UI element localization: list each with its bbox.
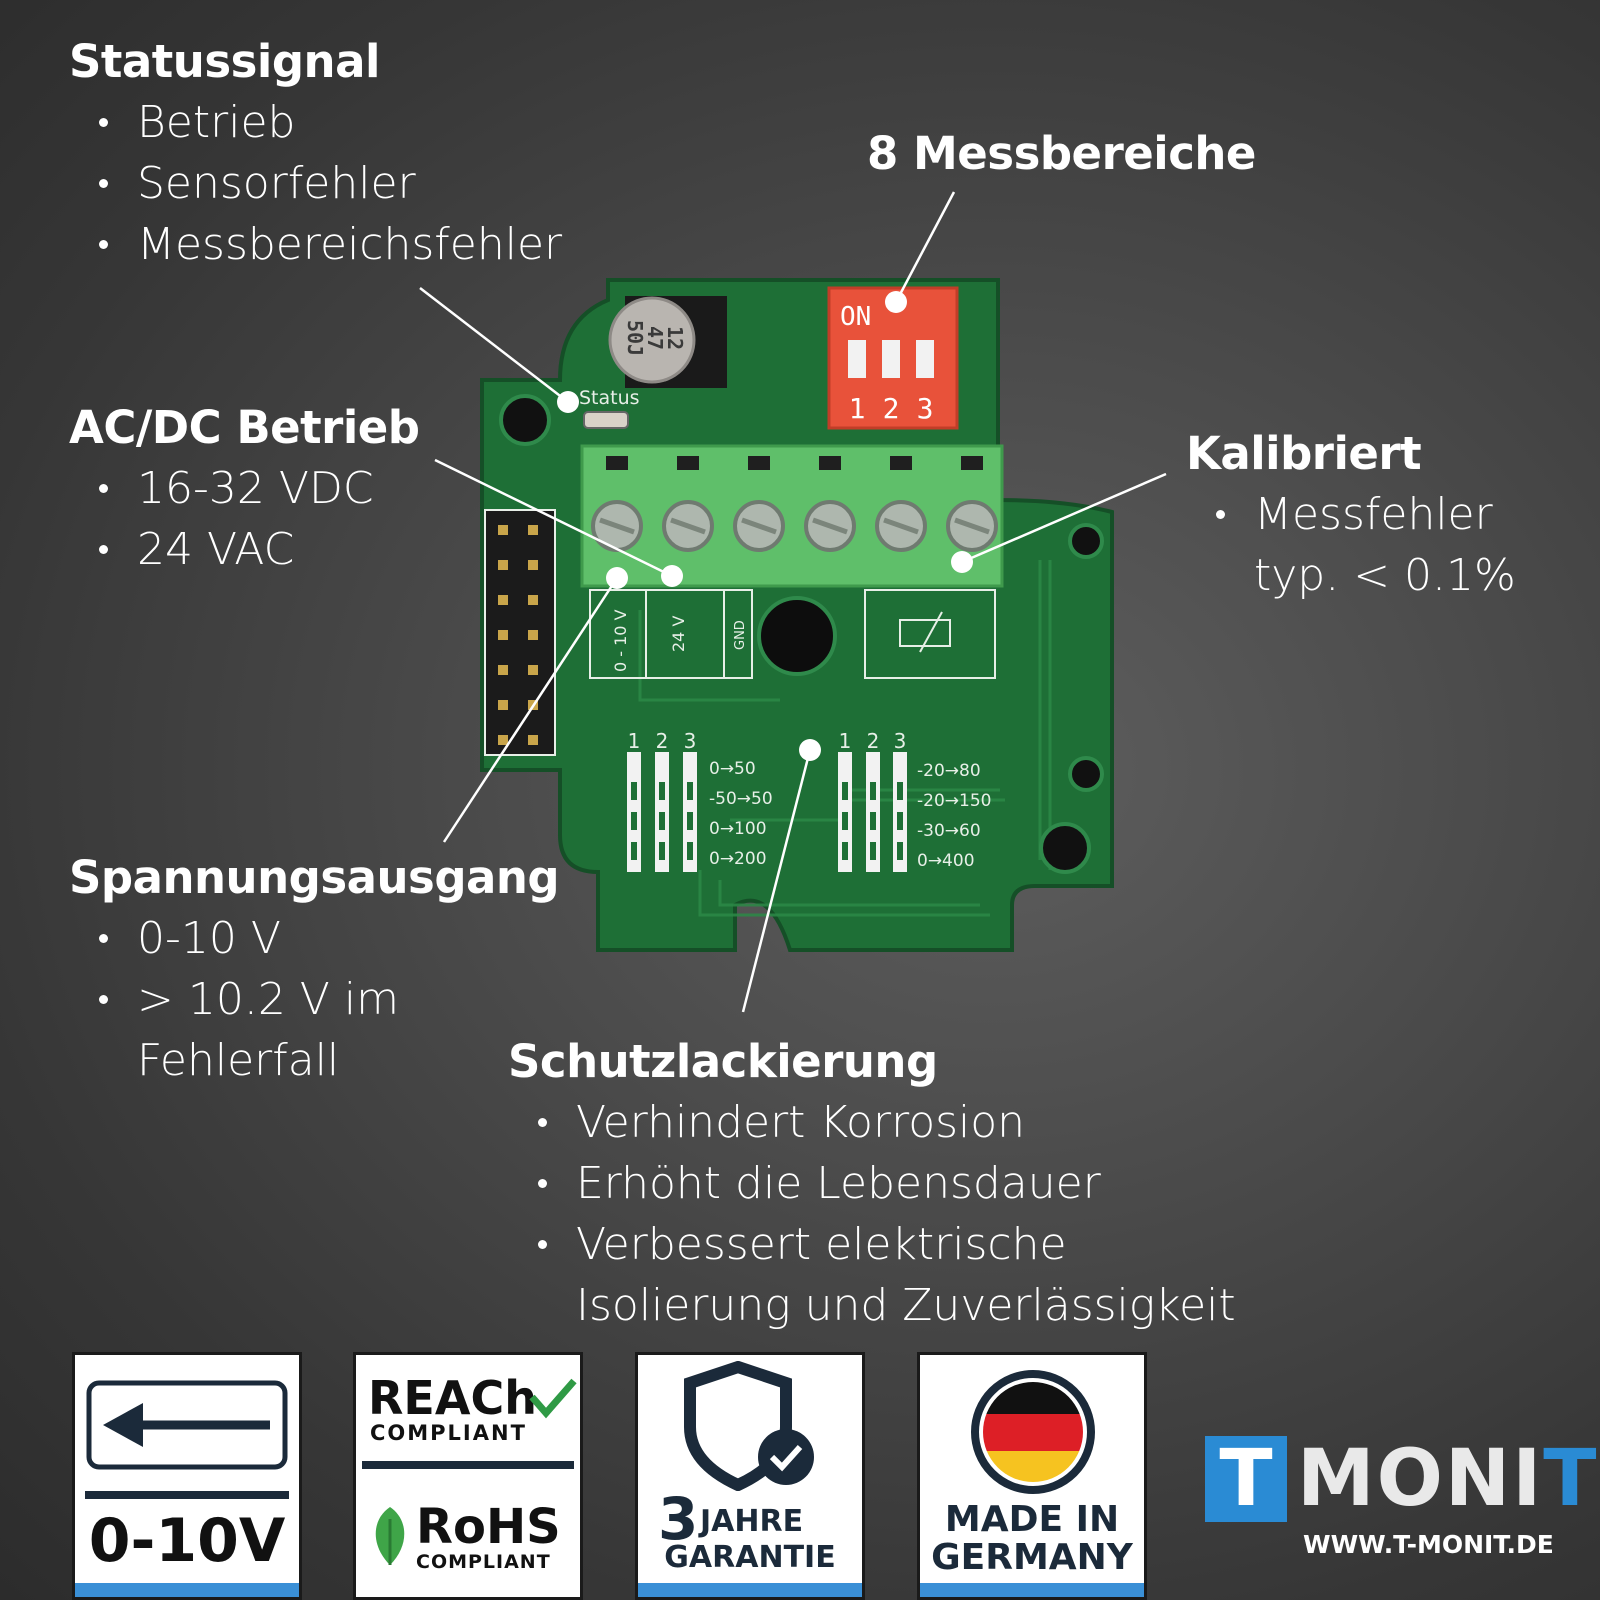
capacitor-label-2: 47 (643, 326, 667, 350)
leader-calibrated (961, 472, 1167, 564)
shield-check-icon (684, 1361, 814, 1491)
range-table-left-header-1: 1 (628, 729, 641, 753)
callout-coating-title: Schutzlackierung (508, 1035, 938, 1088)
callout-acdc-title: AC/DC Betrieb (69, 401, 420, 454)
dip-number-1: 1 (849, 392, 866, 425)
logo-wordmark: MONIT (1297, 1434, 1599, 1524)
callout-voltage-title: Spannungsausgang (69, 851, 560, 904)
callout-ranges-title: 8 Messbereiche (867, 127, 1256, 180)
range-left-4: 0→200 (709, 849, 767, 869)
badge-warranty-word1: JAHRE (700, 1504, 804, 1539)
badge-warranty-number: 3 (658, 1485, 699, 1553)
leader-dot-voltage (606, 567, 628, 589)
capacitor-label-1: 12 (663, 326, 687, 350)
leader-dot-ranges (885, 291, 907, 313)
badge-rohs-compliant: COMPLIANT (416, 1551, 551, 1573)
list-item: Verhindert Korrosion (508, 1092, 1236, 1153)
callout-acdc: AC/DC Betrieb 16-32 VDC 24 VAC (69, 398, 420, 580)
range-table-right-header-1: 1 (839, 729, 852, 753)
checkmark-icon (529, 1378, 577, 1419)
range-left-2: -50→50 (709, 789, 773, 809)
range-table-left-header-3: 3 (684, 729, 697, 753)
list-item: Messbereichsfehler (69, 214, 562, 275)
range-table-left-header-2: 2 (656, 729, 669, 753)
range-table-right-header-2: 2 (867, 729, 880, 753)
list-item: Messfehler (1186, 484, 1516, 545)
dip-number-3: 3 (917, 392, 934, 425)
pin-header (484, 509, 556, 756)
dip-number-2: 2 (883, 392, 900, 425)
range-right-4: 0→400 (917, 851, 975, 871)
callout-calibrated-list: Messfehler typ. < 0.1% (1186, 484, 1516, 606)
badge-germany-line1: MADE IN (944, 1499, 1120, 1540)
callout-status-list: Betrieb Sensorfehler Messbereichsfehler (69, 92, 562, 275)
status-led (583, 411, 629, 429)
badge-warranty: 3 JAHRE GARANTIE (635, 1352, 865, 1600)
leader-voltage (442, 577, 619, 843)
dip-on-label: ON (840, 302, 871, 332)
callout-calibrated: Kalibriert Messfehler typ. < 0.1% (1186, 424, 1516, 606)
callout-coating-list: Verhindert Korrosion Erhöht die Lebensda… (508, 1092, 1236, 1336)
list-item: Isolierung und Zuverlässigkeit (576, 1280, 1236, 1331)
callout-acdc-list: 16-32 VDC 24 VAC (69, 458, 420, 580)
range-right-3: -30→60 (917, 821, 981, 841)
badge-reach-rohs: REACh COMPLIANT RoHS COMPLIANT (353, 1352, 583, 1600)
leader-ranges (894, 191, 956, 303)
list-item: 16-32 VDC (69, 458, 420, 519)
badge-rohs-title: RoHS (416, 1499, 561, 1555)
list-item: typ. < 0.1% (1254, 550, 1516, 601)
status-silkscreen-label: Status (579, 387, 640, 409)
callout-coating: Schutzlackierung Verhindert Korrosion Er… (508, 1032, 1236, 1336)
germany-flag-icon (971, 1370, 1095, 1494)
list-item: Verbessert elektrische (508, 1214, 1236, 1275)
badge-reach-title: REACh (368, 1371, 537, 1425)
leader-dot-coating (799, 739, 821, 761)
callout-status: Statussignal Betrieb Sensorfehler Messbe… (69, 32, 562, 275)
leader-coating (741, 749, 812, 1013)
callout-voltage: Spannungsausgang 0-10 V > 10.2 V im Fehl… (69, 848, 560, 1091)
list-item: Sensorfehler (69, 153, 562, 214)
list-item: Fehlerfall (137, 1035, 340, 1086)
leader-dot-calibrated (951, 551, 973, 573)
badge-warranty-word2: GARANTIE (664, 1540, 836, 1575)
callout-ranges: 8 Messbereiche (867, 124, 1256, 184)
capacitor (608, 296, 696, 384)
logo-url: WWW.T-MONIT.DE (1303, 1530, 1554, 1559)
badge-germany-line2: GERMANY (931, 1537, 1133, 1578)
logo-t-block: T (1205, 1436, 1287, 1522)
leader-acdc (434, 458, 673, 578)
terminal-label-gnd: GND (733, 620, 748, 650)
badge-reach-compliant: COMPLIANT (370, 1421, 527, 1445)
brand-logo: T MONIT WWW.T-MONIT.DE (1205, 1436, 1596, 1559)
badge-output-text: 0-10V (88, 1506, 286, 1576)
terminal-label-24v: 24 V (669, 616, 688, 652)
list-item: 0-10 V (69, 908, 559, 969)
arrow-left-icon (86, 1380, 288, 1470)
list-item: > 10.2 V im (69, 969, 559, 1030)
range-left-1: 0→50 (709, 759, 756, 779)
list-item: Betrieb (69, 92, 562, 153)
range-left-3: 0→100 (709, 819, 767, 839)
leaf-icon (375, 1507, 405, 1565)
callout-calibrated-title: Kalibriert (1186, 427, 1422, 480)
leader-dot-status (557, 391, 579, 413)
leader-dot-acdc (661, 565, 683, 587)
terminal-label-0-10v: 0 - 10 V (611, 609, 630, 672)
badge-germany: MADE IN GERMANY (917, 1352, 1147, 1600)
list-item: 24 VAC (69, 519, 420, 580)
leader-status (419, 287, 569, 403)
list-item: Erhöht die Lebensdauer (508, 1153, 1236, 1214)
range-table-right-header-3: 3 (894, 729, 907, 753)
badge-output: 0-10V (72, 1352, 302, 1600)
capacitor-label-3: 50J (623, 320, 647, 356)
terminal-block (580, 444, 1004, 588)
callout-status-title: Statussignal (69, 35, 380, 88)
callout-voltage-list: 0-10 V > 10.2 V im Fehlerfall (69, 908, 559, 1091)
range-right-2: -20→150 (917, 791, 991, 811)
range-right-1: -20→80 (917, 761, 981, 781)
